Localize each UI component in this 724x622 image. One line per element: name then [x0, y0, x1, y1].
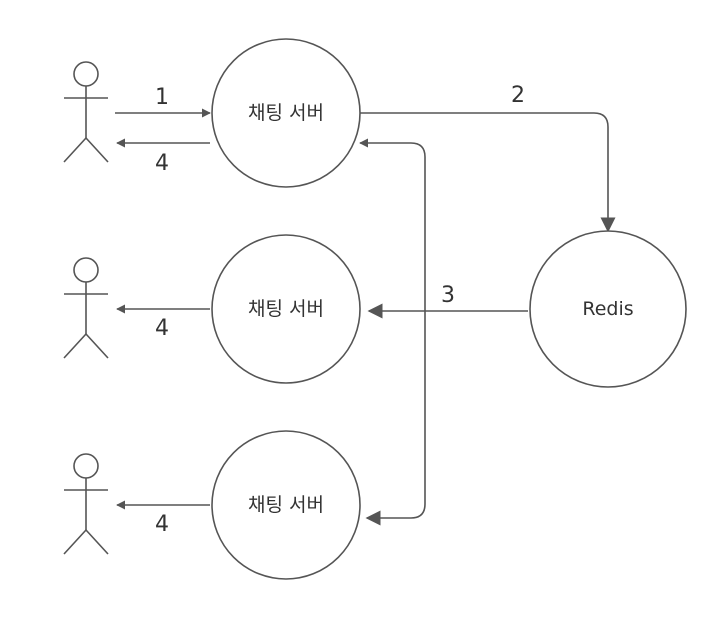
- edge-server1-to-redis: [356, 112, 616, 233]
- edge-redis-to-server1: [359, 138, 426, 311]
- edge-label-3: 3: [441, 283, 455, 308]
- edge-label-2: 2: [511, 83, 525, 108]
- chat-server-2-label: 채팅 서버: [248, 298, 324, 320]
- chat-server-3-label: 채팅 서버: [248, 494, 324, 516]
- edge-redis-to-server3: [365, 311, 426, 526]
- edge-label-4-user1: 4: [155, 151, 169, 176]
- edge-label-4-user2: 4: [155, 316, 169, 341]
- chat-server-3-node: 채팅 서버: [211, 430, 361, 580]
- edge-label-1: 1: [155, 85, 169, 110]
- edge-label-4-user3: 4: [155, 512, 169, 537]
- user-3-icon: [63, 453, 109, 555]
- redis-label: Redis: [582, 298, 633, 320]
- chat-server-1-label: 채팅 서버: [248, 102, 324, 124]
- chat-server-1-node: 채팅 서버: [211, 38, 361, 188]
- user-2-icon: [63, 257, 109, 359]
- chat-server-2-node: 채팅 서버: [211, 234, 361, 384]
- redis-node: Redis: [529, 230, 687, 388]
- user-1-icon: [63, 61, 109, 163]
